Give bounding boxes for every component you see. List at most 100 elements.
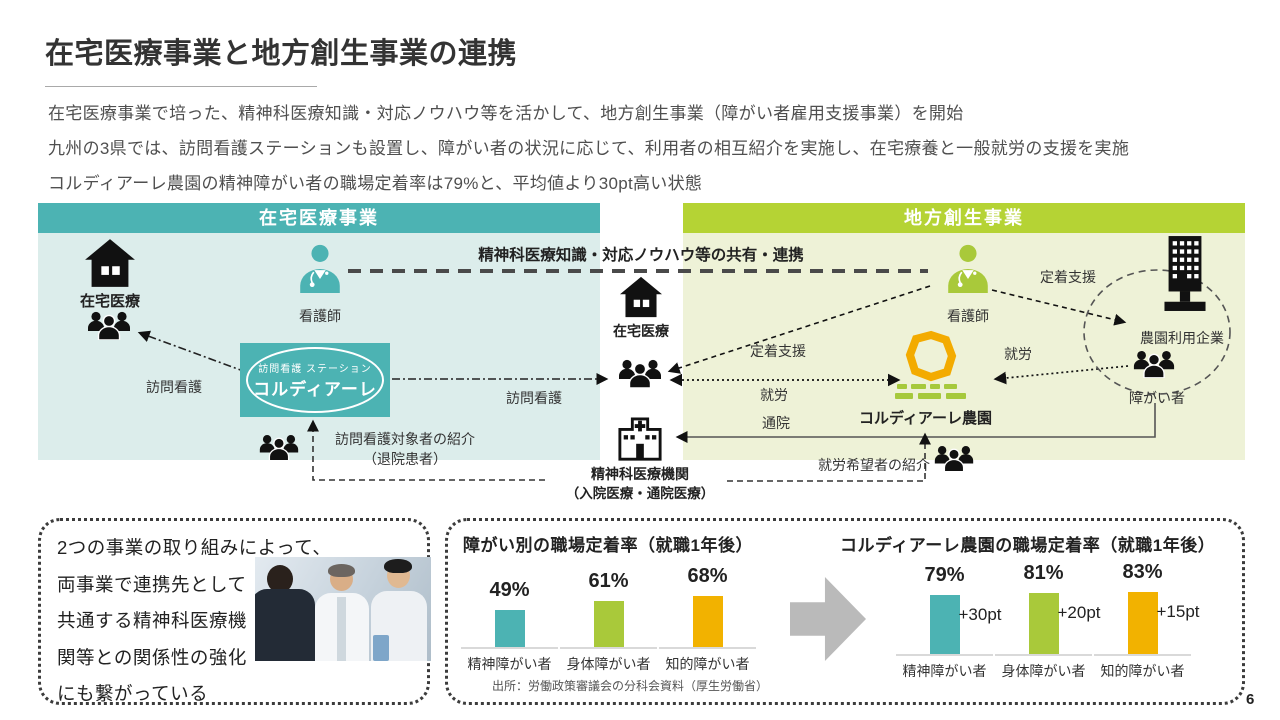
bar [692, 596, 723, 647]
hospital-label-line1: 精神科医療機関 [591, 466, 689, 482]
company-label: 農園利用企業 [1140, 330, 1224, 346]
hospital-label-line2: （入院医療・通院医療） [565, 486, 715, 501]
chart1-title: 障がい別の職場定着率（就職1年後） [463, 536, 753, 555]
photo-person-suit [255, 557, 315, 661]
bar-value-label: 83% [1122, 561, 1163, 583]
category-label: 知的障がい者 [665, 656, 750, 672]
cordiale-station-box: 訪問看護 ステーション コルディアーレ [240, 343, 390, 417]
bar-wrap: +15pt [1127, 592, 1200, 654]
house-icon [84, 238, 136, 288]
hospital-visit-label: 通院 [762, 415, 790, 431]
bar-delta-label: +20pt [1057, 603, 1101, 622]
insight-line-3: 共通する精神科医療機 [57, 610, 248, 631]
farm-logo-icon [905, 330, 957, 382]
axis-line [560, 647, 657, 649]
hospital-icon [617, 416, 663, 462]
bar-delta-label: +30pt [958, 605, 1002, 624]
visiting-care-label-a: 訪問看護 [146, 379, 202, 395]
insight-line-5: にも繋がっている [57, 683, 209, 704]
chart1-source: 出所：労働政策審議会の分科会資料（厚生労働省） [492, 679, 769, 693]
home-care-center-label: 在宅医療 [613, 323, 669, 339]
axis-line [659, 647, 756, 649]
people-group-icon [933, 444, 975, 472]
support-label-top: 定着支援 [1040, 269, 1096, 285]
bar-value-label: 81% [1023, 562, 1064, 584]
transition-arrow-icon [790, 577, 866, 661]
axis-line [896, 654, 993, 656]
bar-wrap [692, 596, 723, 647]
bar-value-label: 49% [489, 579, 530, 601]
nurse-icon [944, 243, 992, 293]
chart-column: 81% +20pt 身体障がい者 [995, 561, 1101, 681]
people-group-icon [1132, 349, 1176, 378]
chart2-bars: 79% +30pt 精神障がい者 81% +20pt 身体障がい者 83% +15pt 知的障が… [896, 561, 1200, 681]
support-label-left: 定着支援 [750, 343, 806, 359]
intro-line-2: 九州の3県では、訪問看護ステーションも設置し、障がい者の状況に応じて、利用者の相… [48, 139, 1130, 158]
insight-line-4: 関等との関係性の強化 [57, 646, 247, 668]
visiting-care-label-b: 訪問看護 [506, 390, 562, 406]
axis-line [995, 654, 1092, 656]
category-label: 身体障がい者 [566, 656, 651, 672]
cordiale-station-ellipse: 訪問看護 ステーション コルディアーレ [246, 347, 384, 413]
work-label-left: 就労 [760, 387, 788, 403]
chart-column: 83% +15pt 知的障がい者 [1094, 561, 1200, 681]
photo-person-young-doctor [371, 559, 427, 661]
home-care-label: 在宅医療 [79, 293, 140, 310]
insight-line-2: 両事業で連携先として [57, 573, 247, 595]
chart-column: 68% 知的障がい者 [659, 565, 756, 674]
work-label-right: 就労 [1004, 346, 1032, 362]
nurse-label-left: 看護師 [299, 308, 341, 324]
category-label: 精神障がい者 [467, 656, 552, 672]
chart1-bars: 49% 精神障がい者 61% 身体障がい者 68% 知的障がい者 [461, 565, 758, 674]
bar-value-label: 68% [687, 565, 728, 587]
station-name-large: コルディアーレ [253, 380, 377, 399]
farm-label: コルディアーレ農園 [858, 410, 993, 427]
station-name-small: 訪問看護 ステーション [258, 364, 372, 375]
category-label: 知的障がい者 [1100, 663, 1185, 679]
referral-label-line1: 訪問看護対象者の紹介 [335, 431, 475, 447]
knowledge-share-label: 精神科医療知識・対応ノウハウ等の共有・連携 [478, 247, 804, 264]
bar-wrap: +30pt [929, 595, 1002, 654]
chart-column: 79% +30pt 精神障がい者 [896, 561, 1002, 681]
page-number: 6 [1246, 691, 1255, 708]
jobseeker-referral-label: 就労希望者の紹介 [818, 457, 930, 473]
doctors-meeting-photo [255, 557, 431, 661]
category-label: 身体障がい者 [1001, 663, 1086, 679]
charts-box: 障がい別の職場定着率（就職1年後） 49% 精神障がい者 61% 身体障がい者 68% 知… [445, 518, 1245, 705]
axis-line [461, 647, 558, 649]
bar [494, 610, 525, 647]
farm-field-icon [895, 384, 967, 400]
bar-wrap [593, 601, 624, 647]
insight-text: 2つの事業の取り組みによって、 両事業で連携先として 共通する精神科医療機 関等… [57, 530, 331, 713]
referral-label-line2: （退院患者） [363, 451, 447, 467]
chart-column: 49% 精神障がい者 [461, 565, 558, 674]
people-group-icon [258, 433, 300, 461]
bar [929, 595, 960, 654]
office-building-icon [1160, 234, 1210, 312]
insight-line-1: 2つの事業の取り組みによって、 [57, 537, 332, 558]
bar [1127, 592, 1158, 654]
chart-column: 61% 身体障がい者 [560, 565, 657, 674]
disabled-persons-label: 障がい者 [1129, 390, 1185, 406]
nurse-icon [296, 243, 344, 293]
bar-value-label: 79% [924, 564, 965, 586]
intro-line-3: コルディアーレ農園の精神障がい者の職場定着率は79%と、平均値より30pt高い状… [48, 174, 703, 193]
page-title: 在宅医療事業と地方創生事業の連携 [45, 38, 518, 70]
category-label: 精神障がい者 [902, 663, 987, 679]
nurse-label-right: 看護師 [947, 308, 989, 324]
house-icon [619, 276, 663, 318]
bar-value-label: 61% [588, 570, 629, 592]
photo-person-senior-doctor [315, 564, 369, 661]
bar-wrap [494, 610, 525, 647]
insight-box: 2つの事業の取り組みによって、 両事業で連携先として 共通する精神科医療機 関等… [38, 518, 431, 705]
people-group-icon [617, 358, 663, 388]
intro-line-1: 在宅医療事業で培った、精神科医療知識・対応ノウハウ等を活かして、地方創生事業（障… [48, 104, 964, 123]
bar [593, 601, 624, 647]
home-care-panel-header: 在宅医療事業 [38, 203, 600, 233]
chart2-title: コルディアーレ農園の職場定着率（就職1年後） [840, 536, 1216, 555]
bar-delta-label: +15pt [1156, 602, 1200, 621]
people-group-icon [86, 310, 132, 340]
regional-panel-header: 地方創生事業 [683, 203, 1245, 233]
bar [1028, 593, 1059, 654]
